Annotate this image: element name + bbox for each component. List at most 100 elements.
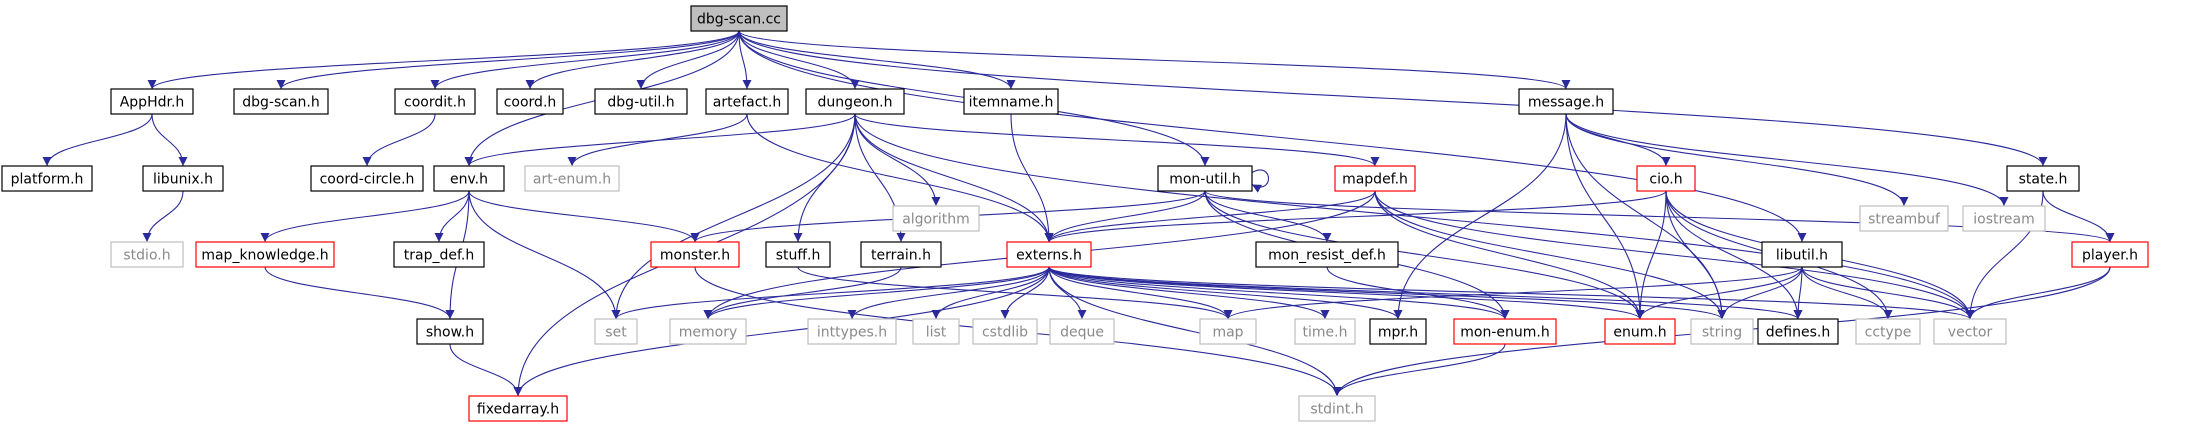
node-memory[interactable]: memory — [669, 318, 747, 345]
edge-libutil-h-to-defines-h — [1793, 266, 1803, 320]
node-label-stuff-h: stuff.h — [776, 248, 821, 264]
node-stdint-h[interactable]: stdint.h — [1298, 395, 1376, 422]
node-box-libunix-h — [142, 165, 224, 192]
edge-map-knowledge-h-to-show-h — [264, 266, 455, 320]
node-coord-circle-h[interactable]: coord-circle.h — [310, 165, 424, 192]
node-libunix-h[interactable]: libunix.h — [142, 165, 224, 192]
edge-externs-h-to-fixedarray-h — [513, 266, 1050, 397]
node-label-libunix-h: libunix.h — [153, 172, 213, 188]
node-stdio-h[interactable]: stdio.h — [110, 241, 184, 268]
node-monster-h[interactable]: monster.h — [650, 241, 740, 268]
node-algorithm[interactable]: algorithm — [892, 205, 980, 232]
node-enum-h[interactable]: enum.h — [1604, 318, 1676, 345]
node-vector[interactable]: vector — [1933, 318, 2007, 345]
node-stuff-h[interactable]: stuff.h — [765, 241, 831, 268]
node-coordit-h[interactable]: coordit.h — [394, 88, 476, 115]
node-box-libutil-h — [1761, 241, 1843, 268]
edge-libunix-h-to-stdio-h — [142, 190, 184, 243]
node-label-artefact-h: artefact.h — [713, 95, 781, 111]
node-list[interactable]: list — [912, 318, 960, 345]
node-art-enum-h[interactable]: art-enum.h — [524, 165, 620, 192]
edge-libutil-h-to-map — [1223, 266, 1803, 320]
node-cctype[interactable]: cctype — [1855, 318, 1921, 345]
node-dbg-scan-cc[interactable]: dbg-scan.cc — [690, 5, 788, 32]
edge-externs-h-to-mpr-h — [1048, 266, 1403, 320]
node-streambuf[interactable]: streambuf — [1859, 205, 1949, 232]
node-label-mpr-h: mpr.h — [1378, 325, 1418, 341]
node-cstdlib[interactable]: cstdlib — [972, 318, 1038, 345]
node-map-knowledge-h[interactable]: map_knowledge.h — [195, 241, 335, 268]
node-platform-h[interactable]: platform.h — [1, 165, 93, 192]
node-state-h[interactable]: state.h — [2006, 165, 2080, 192]
edge-externs-h-to-mon-enum-h — [1048, 266, 1510, 320]
node-iostream[interactable]: iostream — [1962, 205, 2046, 232]
node-label-externs-h: externs.h — [1016, 248, 1082, 264]
node-label-cio-h: cio.h — [1649, 172, 1682, 188]
node-fixedarray-h[interactable]: fixedarray.h — [468, 395, 568, 422]
node-label-message-h: message.h — [1528, 95, 1604, 111]
edges-layer — [42, 30, 2115, 397]
node-label-deque: deque — [1060, 325, 1104, 341]
node-box-message-h — [1518, 88, 1614, 115]
node-box-itemname-h — [963, 88, 1059, 115]
node-box-inttypes-h — [807, 318, 897, 345]
node-libutil-h[interactable]: libutil.h — [1761, 241, 1843, 268]
node-time-h[interactable]: time.h — [1294, 318, 1356, 345]
node-player-h[interactable]: player.h — [2071, 241, 2149, 268]
node-label-defines-h: defines.h — [1766, 325, 1830, 341]
node-mpr-h[interactable]: mpr.h — [1369, 318, 1427, 345]
node-externs-h[interactable]: externs.h — [1006, 241, 1092, 268]
node-show-h[interactable]: show.h — [416, 318, 484, 345]
node-dbg-scan-h[interactable]: dbg-scan.h — [233, 88, 329, 115]
node-label-coord-h: coord.h — [504, 95, 557, 111]
node-box-dbg-scan-h — [233, 88, 329, 115]
node-coord-h[interactable]: coord.h — [496, 88, 564, 115]
node-map[interactable]: map — [1199, 318, 1257, 345]
node-mon-resist-def-h[interactable]: mon_resist_def.h — [1255, 241, 1399, 268]
node-box-list — [912, 318, 960, 345]
edge-message-h-to-enum-h — [1565, 113, 1645, 320]
node-mon-enum-h[interactable]: mon-enum.h — [1453, 318, 1557, 345]
node-defines-h[interactable]: defines.h — [1757, 318, 1839, 345]
edge-mon-util-h-to-player-h — [1204, 190, 2115, 243]
edge-itemname-h-to-externs-h — [1010, 113, 1054, 243]
node-string[interactable]: string — [1690, 318, 1754, 345]
node-inttypes-h[interactable]: inttypes.h — [807, 318, 897, 345]
node-deque[interactable]: deque — [1049, 318, 1115, 345]
node-message-h[interactable]: message.h — [1518, 88, 1614, 115]
node-artefact-h[interactable]: artefact.h — [705, 88, 789, 115]
edge-cio-h-to-string — [1665, 190, 1727, 320]
node-itemname-h[interactable]: itemname.h — [963, 88, 1059, 115]
node-box-dungeon-h — [805, 88, 905, 115]
node-label-platform-h: platform.h — [11, 172, 84, 188]
node-label-monster-h: monster.h — [660, 248, 730, 264]
node-env-h[interactable]: env.h — [433, 165, 505, 192]
edge-player-h-to-vector — [1965, 266, 2111, 320]
edge-externs-h-to-set — [611, 266, 1050, 320]
node-label-set: set — [605, 325, 627, 341]
node-dungeon-h[interactable]: dungeon.h — [805, 88, 905, 115]
node-label-env-h: env.h — [450, 172, 488, 188]
node-set[interactable]: set — [594, 318, 638, 345]
node-box-stdint-h — [1298, 395, 1376, 422]
edge-mon-util-h-to-externs-h — [1044, 190, 1206, 243]
edge-dbg-scan-cc-to-message-h — [738, 30, 1571, 90]
node-box-deque — [1049, 318, 1115, 345]
node-box-art-enum-h — [524, 165, 620, 192]
edge-mon-util-h-to-mon-util-h — [1251, 169, 1270, 193]
node-cio-h[interactable]: cio.h — [1636, 165, 1696, 192]
node-apphdr-h[interactable]: AppHdr.h — [110, 88, 194, 115]
node-box-map — [1199, 318, 1257, 345]
node-box-mon-resist-def-h — [1255, 241, 1399, 268]
node-trap-def-h[interactable]: trap_def.h — [393, 241, 485, 268]
node-mon-util-h[interactable]: mon-util.h — [1157, 165, 1253, 192]
node-label-state-h: state.h — [2019, 172, 2068, 188]
node-label-coordit-h: coordit.h — [404, 95, 466, 111]
node-terrain-h[interactable]: terrain.h — [860, 241, 942, 268]
node-label-map-knowledge-h: map_knowledge.h — [201, 248, 328, 264]
node-dbg-util-h[interactable]: dbg-util.h — [594, 88, 688, 115]
edge-dungeon-h-to-externs-h — [854, 113, 1054, 243]
node-mapdef-h[interactable]: mapdef.h — [1334, 165, 1416, 192]
